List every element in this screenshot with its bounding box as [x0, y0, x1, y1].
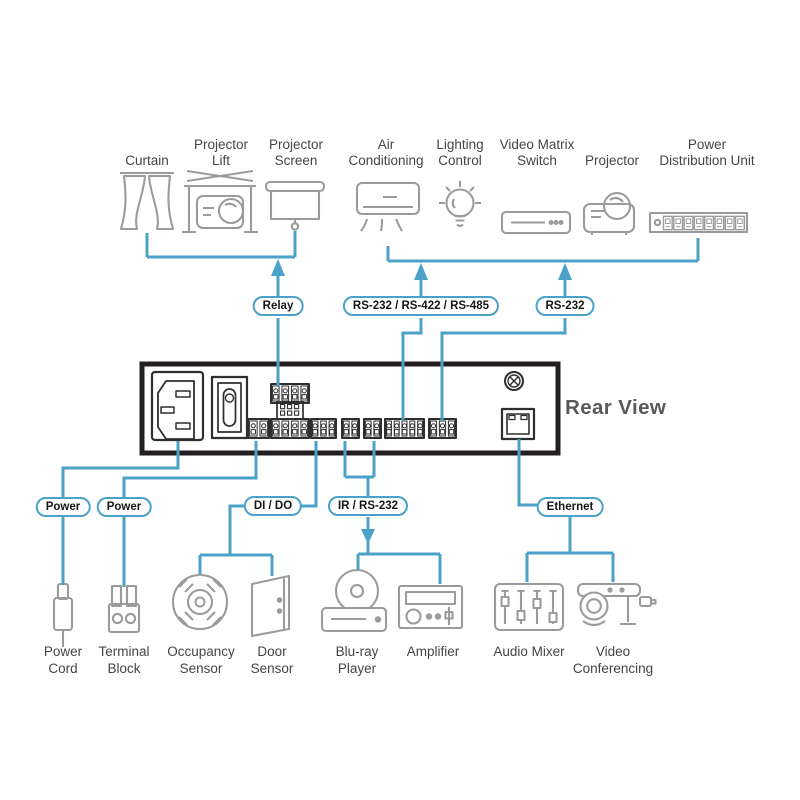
serial-devices-bus	[386, 238, 700, 263]
power-cord-icon	[52, 582, 74, 647]
pill-power-1: Power	[35, 497, 91, 517]
door-sensor-icon	[250, 574, 291, 638]
lighting-control-icon	[439, 181, 481, 228]
multi-serial-to-panel-line	[401, 318, 423, 421]
up-arrow-multi-serial	[414, 263, 428, 280]
bluray-player-icon	[320, 568, 388, 633]
ir-serial-panel-lines	[343, 441, 376, 497]
rear-panel	[139, 361, 561, 456]
projector-lift-icon	[182, 169, 258, 234]
video-matrix-switch-icon	[500, 210, 572, 235]
serial-to-panel-line	[440, 318, 567, 421]
pill-rs232-rs422-rs485: RS-232 / RS-422 / RS-485	[342, 296, 500, 316]
ac-power-inlet	[150, 370, 205, 442]
air-conditioning-icon	[355, 181, 421, 232]
up-arrow-relay	[271, 259, 285, 276]
occupancy-sensor-icon	[171, 573, 229, 631]
ground-screw	[504, 371, 524, 391]
power-cord-line	[61, 441, 180, 585]
up-arrow-serial	[558, 263, 572, 280]
audio-mixer-icon	[493, 582, 565, 632]
relay-devices-bus	[145, 231, 297, 259]
pill-ethernet: Ethernet	[536, 497, 604, 517]
terminal-block-icon	[107, 584, 141, 634]
relay-mid-connector	[276, 401, 304, 420]
rear-view-label: Rear View	[565, 396, 667, 419]
di-do-panel-line	[299, 441, 318, 508]
terminal-block-line	[122, 441, 258, 587]
projector-screen-icon	[264, 180, 326, 231]
pill-ir-rs232: IR / RS-232	[327, 496, 409, 516]
video-conferencing-icon	[576, 582, 657, 627]
down-arrow-ir	[361, 529, 375, 544]
amplifier-icon	[397, 584, 464, 630]
ethernet-lines	[517, 439, 615, 582]
pill-rs232: RS-232	[535, 296, 595, 316]
di-do-sensors-bus	[198, 504, 274, 576]
pill-relay: Relay	[252, 296, 304, 316]
label-curtain: Curtain	[125, 153, 169, 169]
projector-icon	[582, 191, 636, 235]
pill-power-2: Power	[96, 497, 152, 517]
ethernet-port	[500, 407, 536, 441]
serial-arrow-stems	[419, 272, 567, 296]
curtain-icon	[119, 171, 175, 231]
label-projector: Projector	[584, 153, 640, 169]
terminal-blocks	[247, 383, 457, 439]
power-switch	[210, 375, 249, 440]
label-audio-mixer: Audio Mixer	[493, 644, 565, 659]
arrowheads	[271, 259, 572, 544]
power-distribution-unit-icon	[648, 211, 749, 234]
label-amplifier: Amplifier	[406, 644, 460, 659]
rear-panel-chassis	[139, 361, 561, 456]
pill-di-do: DI / DO	[243, 496, 303, 516]
